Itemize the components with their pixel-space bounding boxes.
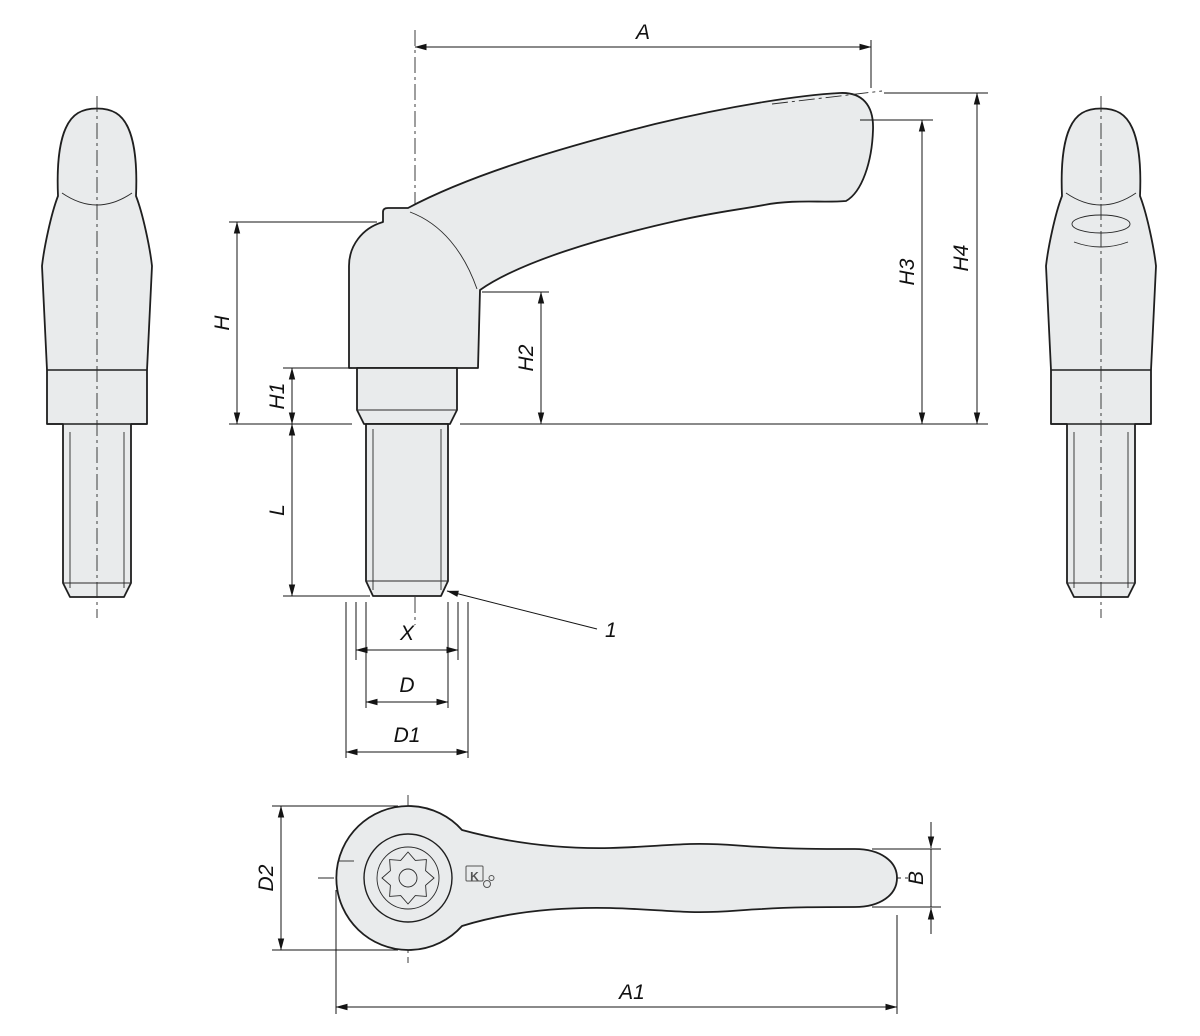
- dimension-b: B: [872, 822, 941, 934]
- dimension-h3: H3: [860, 119, 933, 425]
- kipp-logo-frame: [465, 865, 484, 882]
- dimension-label-h4: H4: [950, 245, 973, 272]
- dimension-x: X: [355, 602, 459, 660]
- dimension-label-h3: H3: [896, 258, 919, 285]
- dimension-label-x: X: [399, 622, 415, 645]
- dimension-h2: H2: [460, 291, 988, 425]
- dimension-label-b: B: [905, 871, 928, 885]
- kipp-logo-letter: K: [470, 870, 479, 884]
- end-view-left-shape: [41, 95, 153, 619]
- leader-line: [446, 590, 598, 630]
- dimension-label-h1: H1: [266, 383, 289, 410]
- dimension-label-h: H: [211, 315, 234, 331]
- dimension-a: A: [414, 21, 872, 88]
- kipp-logo: K: [465, 865, 495, 888]
- view-top: K: [318, 795, 912, 963]
- dimension-a1: A1: [335, 890, 898, 1014]
- dimension-label-d2: D2: [255, 864, 278, 891]
- lever-body-outline: [348, 92, 874, 369]
- bushing-outline: [356, 367, 458, 425]
- dimension-label-h2: H2: [515, 344, 538, 371]
- dimension-d1: D1: [345, 602, 469, 758]
- dimension-d2: D2: [255, 805, 398, 951]
- view-side-main: [348, 30, 883, 625]
- hub-silhouette-arc: [409, 211, 478, 290]
- handle-swing-phantom-line: [771, 90, 883, 105]
- dimension-l: L: [266, 423, 370, 597]
- dimension-d: D: [365, 602, 449, 708]
- end-view-right-shape: [1045, 95, 1157, 619]
- dimension-h1: H1: [266, 367, 352, 425]
- view-end-left: [41, 95, 153, 619]
- dimension-label-l: L: [266, 504, 289, 516]
- serration-star: [381, 851, 435, 905]
- callout-label-1: 1: [605, 619, 617, 642]
- grip-end-face-oval: [1071, 214, 1131, 234]
- dimension-h4: H4: [884, 92, 988, 425]
- center-bore-circle: [398, 868, 418, 888]
- bushing-boss-circle: [363, 833, 453, 923]
- kipp-logo-gear-icon: [483, 880, 491, 888]
- grip-end-face-arc: [1073, 241, 1129, 248]
- callout-1: 1: [446, 590, 617, 642]
- bushing-circle: [376, 846, 440, 910]
- dimension-label-a1: A1: [617, 981, 645, 1004]
- threaded-stud-outline: [365, 423, 449, 597]
- dimension-label-d: D: [399, 674, 414, 697]
- dimension-label-d1: D1: [394, 724, 421, 747]
- view-end-right: [1045, 95, 1157, 619]
- kipp-logo-gear-icon: [488, 875, 495, 881]
- dimension-label-a: A: [634, 21, 650, 44]
- lever-top-outline: [335, 805, 898, 951]
